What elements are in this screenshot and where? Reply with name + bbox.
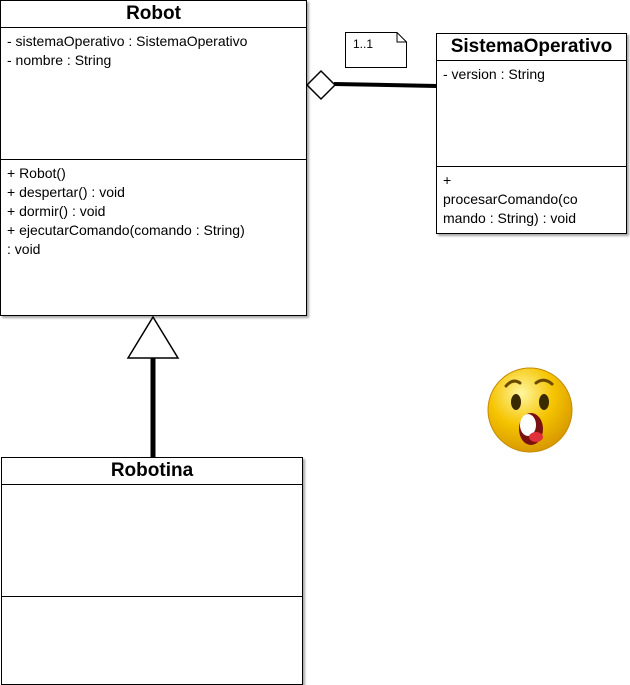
aggregation-line (333, 82, 438, 88)
class-robotina[interactable]: Robotina (1, 457, 303, 685)
operation: : void (7, 241, 41, 257)
class-name: Robotina (2, 458, 302, 485)
surprised-face-icon (487, 367, 573, 453)
attributes-compartment (2, 485, 302, 597)
operation: mando : String) : void (443, 210, 577, 226)
attributes-compartment: - sistemaOperativo : SistemaOperativo - … (1, 28, 306, 160)
multiplicity-note: 1..1 (345, 32, 407, 68)
attribute: - nombre : String (7, 52, 112, 68)
aggregation-diamond (305, 69, 337, 101)
operations-compartment (2, 597, 302, 685)
class-robot[interactable]: Robot - sistemaOperativo : SistemaOperat… (0, 0, 307, 316)
operations-compartment: + Robot() + despertar() : void + dormir(… (1, 160, 306, 317)
class-sistema-operativo[interactable]: SistemaOperativo - version : String + pr… (436, 33, 627, 234)
operation: + dormir() : void (7, 203, 106, 219)
operations-compartment: + procesarComando(co mando : String) : v… (437, 167, 626, 236)
multiplicity-label: 1..1 (353, 37, 374, 51)
operation: + despertar() : void (7, 184, 125, 200)
attribute: - sistemaOperativo : SistemaOperativo (7, 33, 248, 49)
generalization-arrowhead (126, 315, 180, 359)
class-name: SistemaOperativo (437, 34, 626, 61)
operation: + ejecutarComando(comando : String) (7, 222, 245, 238)
class-name: Robot (1, 1, 306, 28)
attribute: - version : String (443, 66, 545, 82)
operation: + (443, 172, 452, 188)
attributes-compartment: - version : String (437, 61, 626, 167)
operation: procesarComando(co (443, 191, 578, 207)
operation: + Robot() (7, 165, 66, 181)
